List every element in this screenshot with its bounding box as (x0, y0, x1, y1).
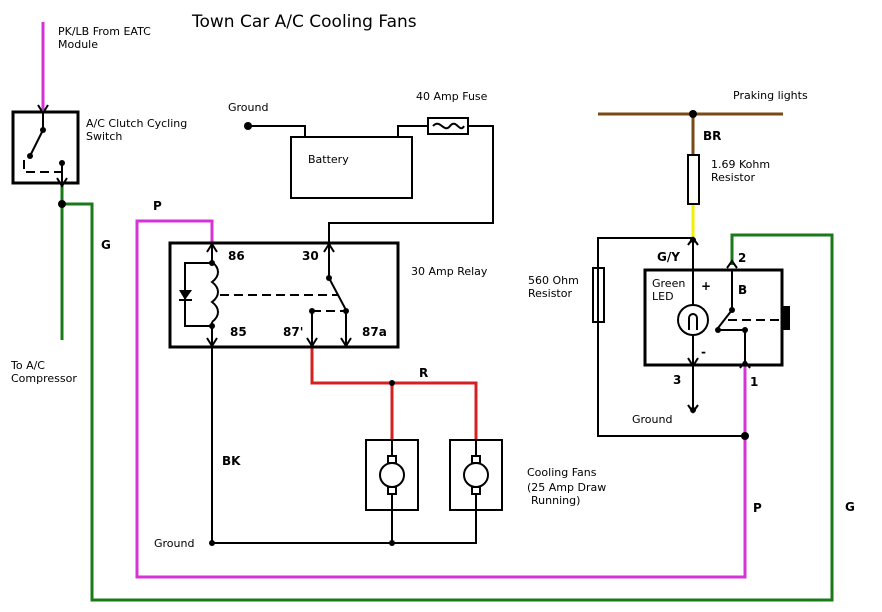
fan-motor-brushes (471, 455, 481, 495)
ground-terminal (244, 122, 252, 130)
relay-box (168, 241, 400, 349)
fan-motor-icon (379, 462, 405, 488)
fan-motor-brushes (387, 455, 397, 495)
led-icon (677, 304, 709, 336)
pin-87p-label: 87' (283, 325, 303, 339)
junction-dot (389, 380, 395, 386)
wire-p-left-label: P (153, 199, 162, 213)
fuse (427, 117, 469, 135)
wire-resistor-560 (597, 237, 745, 437)
relay-dot (209, 323, 215, 329)
pin-arrows (37, 104, 751, 414)
resistor-560 (592, 267, 605, 323)
wire-r-label: R (419, 366, 428, 380)
clutch-switch-link (23, 160, 62, 173)
eatc-label-2: Module (58, 38, 98, 51)
eatc-label-1: PK/LB From EATC (58, 25, 151, 38)
junction-dot (389, 540, 395, 546)
pin-1-label: 1 (750, 375, 758, 389)
module-switch-arm (717, 309, 733, 329)
fans-label-3: Running) (531, 494, 580, 507)
junction-dot (741, 432, 749, 440)
wire-g-right-label: G (845, 500, 855, 514)
clutch-switch-arm (29, 129, 44, 157)
clutch-switch-box (11, 110, 80, 185)
wire-pink-loop (135, 219, 747, 579)
junction-dot (58, 200, 66, 208)
pin-85-label: 85 (230, 325, 247, 339)
fuse-label: 40 Amp Fuse (416, 90, 488, 103)
module-knob (782, 306, 790, 330)
wire-ground-battery (248, 125, 306, 137)
pin-86-label: 86 (228, 249, 245, 263)
wire-gy-label: G/Y (657, 250, 680, 264)
relay-diode-icon (179, 290, 192, 300)
relay-diode-wire (184, 262, 212, 327)
pin-30-label: 30 (302, 249, 319, 263)
wire-brown-parking (598, 112, 783, 155)
junction-dot (690, 237, 696, 243)
fan-leads (391, 440, 477, 510)
resistor-169-label-2: Resistor (711, 171, 755, 184)
fuse-element (432, 122, 465, 130)
led-label-2: LED (652, 290, 674, 303)
ground-right-label: Ground (632, 413, 672, 426)
fan-motor-icon (463, 462, 489, 488)
wire-green-clutch (60, 185, 834, 602)
relay-switch-arm (328, 277, 347, 311)
fans-label-2: (25 Amp Draw (527, 481, 606, 494)
led-label-1: Green (652, 277, 685, 290)
relay-label: 30 Amp Relay (411, 265, 488, 278)
compressor-label-2: Compressor (11, 372, 77, 385)
wire-battery-fuse (397, 125, 428, 137)
clutch-switch-label-1: A/C Clutch Cycling (86, 117, 187, 130)
relay-dot (209, 260, 215, 266)
resistor-169-label-1: 1.69 Kohm (711, 158, 770, 171)
relay-coil (210, 261, 219, 323)
compressor-label-1: To A/C (10, 359, 45, 372)
clutch-switch-terminal (27, 153, 33, 159)
pin-87a-label: 87a (362, 325, 387, 339)
battery (290, 136, 413, 199)
led-filament (688, 313, 698, 330)
pin-2-label: 2 (738, 251, 746, 265)
junction-dot (689, 110, 697, 118)
ground-top-label: Ground (228, 101, 268, 114)
wire-red-fans (310, 345, 478, 440)
wire-fuse-relay (328, 125, 494, 245)
diagram-title: Town Car A/C Cooling Fans (191, 12, 417, 32)
led-minus-label: - (701, 345, 706, 359)
resistor-560-label-2: Resistor (528, 287, 572, 300)
ground-bottom-label: Ground (154, 537, 194, 550)
resistor-1-69k (687, 154, 700, 205)
wire-g-left-label: G (101, 238, 111, 252)
fans-label-1: Cooling Fans (527, 466, 597, 479)
wire-bk-label: BK (222, 454, 241, 468)
resistor-560-label-1: 560 Ohm (528, 274, 579, 287)
led-plus-label: + (701, 279, 711, 293)
wire-p-right-label: P (753, 501, 762, 515)
pin-3-label: 3 (673, 373, 681, 387)
junction-dot (690, 407, 696, 413)
clutch-switch-label-2: Switch (86, 130, 122, 143)
wire-br-label: BR (703, 129, 721, 143)
wire-bk-ground (211, 345, 477, 544)
junction-dot (209, 540, 215, 546)
b-label: B (738, 283, 747, 297)
parking-lights-label: Praking lights (733, 89, 808, 102)
battery-label: Battery (308, 153, 349, 166)
